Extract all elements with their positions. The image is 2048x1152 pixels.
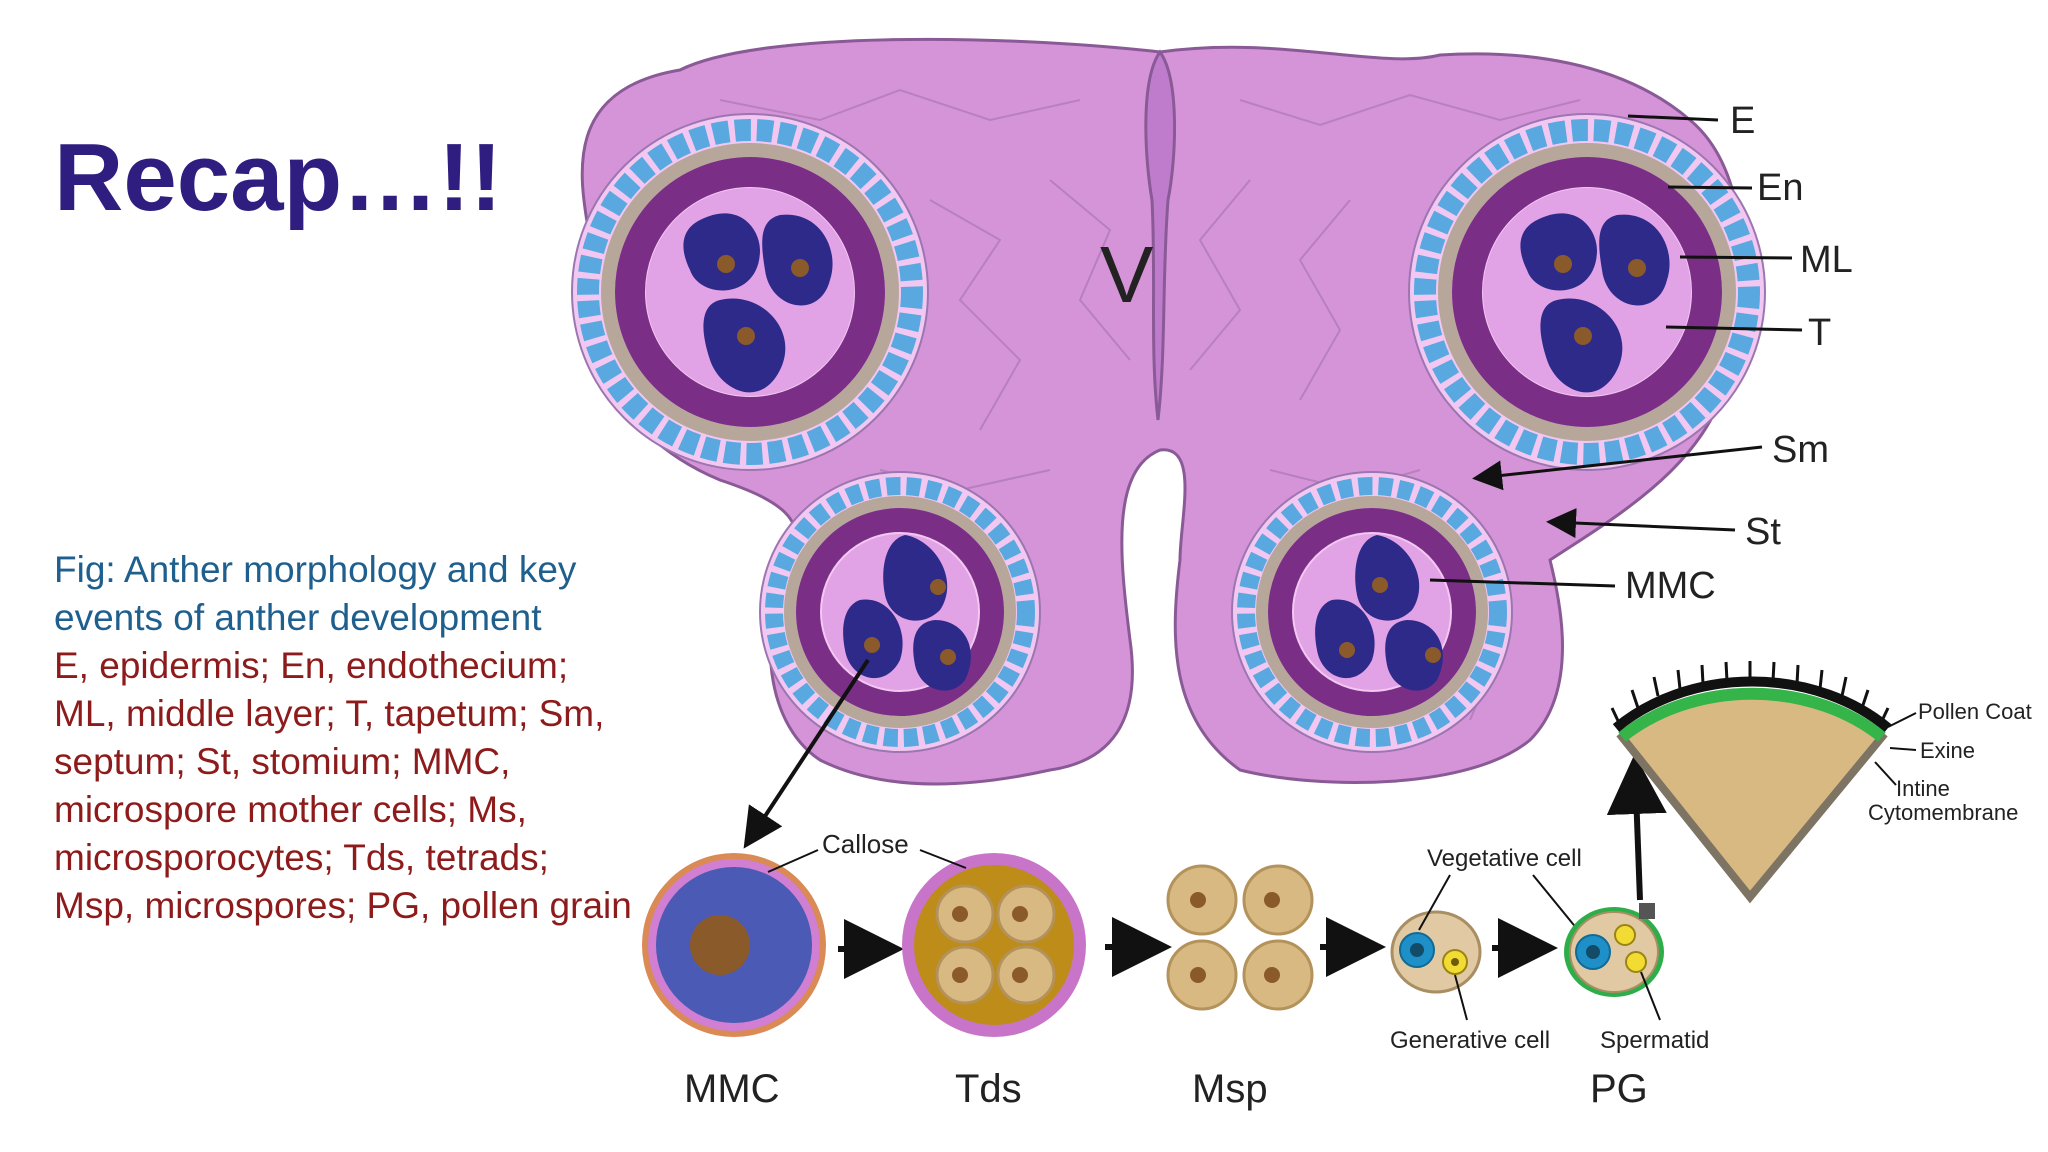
label-callose: Callose [822,829,909,859]
leader-spermatid [1640,971,1661,1021]
leader-vegetative-2 [1532,874,1583,936]
label-mmc: MMC [1625,565,1716,607]
figure-caption: Fig: Anther morphology and key events of… [54,546,634,930]
stage-label-mmc: MMC [684,1067,780,1111]
leader-callose-1 [767,849,819,873]
leader-callose-2 [919,849,967,869]
label-st: St [1745,511,1781,553]
leader-en [1667,185,1753,190]
label-en: En [1757,167,1803,209]
label-vegetative-cell: Vegetative cell [1427,845,1582,872]
caption-abbreviations: E, epidermis; En, endothecium; ML, middl… [54,645,632,926]
vascular-strand [1144,49,1177,421]
locule-bottom-right [1231,471,1513,753]
leader-st [1546,508,1736,539]
label-t: T [1808,312,1831,354]
label-v: V [1100,230,1154,319]
label-intine: Intine [1896,776,1950,801]
leader-e [1627,114,1719,122]
locule-top-right [1408,113,1766,471]
label-sm: Sm [1772,429,1829,471]
locule-top-left [571,113,929,471]
leader-mmc [1429,578,1616,588]
leader-sm [1472,445,1763,491]
stage-tds [902,853,1086,1037]
locule-bottom-left [759,471,1041,753]
leader-generative [1454,974,1468,1021]
leader-intine [1874,761,1897,786]
label-spermatid: Spermatid [1600,1027,1709,1054]
label-ml: ML [1800,239,1853,281]
label-pollen-coat: Pollen Coat [1918,699,2032,724]
label-generative-cell: Generative cell [1390,1027,1550,1054]
leader-exine [1889,747,1917,751]
leader-ml [1679,255,1793,260]
stage-mmc [642,853,826,1037]
leader-pollen-coat [1887,712,1917,728]
caption-figure-title: Fig: Anther morphology and key events of… [54,549,577,638]
stage-pg [1564,903,1664,997]
pollen-wall-sector [1610,661,1892,904]
label-cytomembrane: Cytomembrane [1868,800,2018,825]
label-exine: Exine [1920,738,1975,763]
stage-label-pg: PG [1590,1067,1648,1111]
arrow-pg-to-wall [1606,754,1667,901]
arrow-locule-to-mmc [743,658,870,849]
leader-t [1665,325,1803,332]
slide-title: Recap…!! [54,124,503,231]
label-e: E [1730,100,1755,142]
stage-label-tds: Tds [955,1067,1022,1111]
stage-msp [1166,864,1314,1011]
stage-binucleate [1390,910,1482,994]
stage-label-msp: Msp [1192,1067,1268,1111]
leader-vegetative-1 [1418,874,1451,931]
